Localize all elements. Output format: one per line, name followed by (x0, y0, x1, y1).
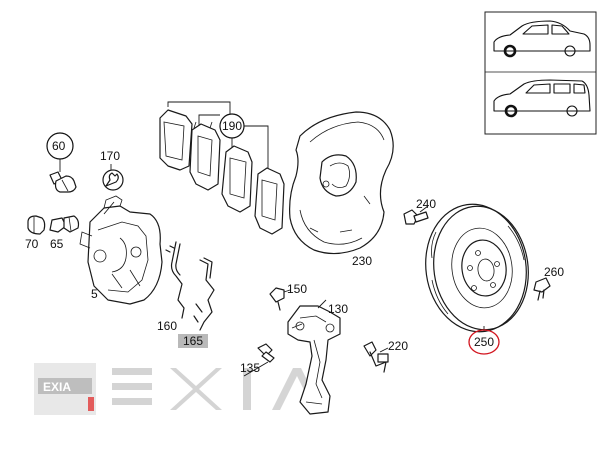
part-130-caliper-bracket[interactable]: 130 (287, 299, 348, 415)
part-150-bolt[interactable]: 150 (269, 282, 307, 311)
callout-label-190: 190 (222, 119, 242, 133)
wrench-icon (102, 169, 124, 191)
sedan-car-icon[interactable] (493, 20, 591, 58)
callout-label-240: 240 (416, 197, 436, 211)
part-250-brake-disc[interactable]: 250 (418, 198, 537, 355)
brake-pad-3 (221, 145, 253, 213)
estate-car-icon[interactable] (493, 79, 591, 118)
watermark: EXIA (34, 363, 322, 415)
part-220-wear-sensor[interactable]: 220 (363, 339, 408, 373)
callout-label-130: 130 (328, 302, 348, 316)
callout-label-260: 260 (544, 265, 564, 279)
part-135-bolt[interactable]: 135 (240, 343, 275, 377)
part-5-brake-caliper[interactable]: 5 (79, 195, 163, 305)
part-170-wrench[interactable]: 170 (100, 149, 124, 191)
watermark-letter-x (170, 368, 222, 410)
callout-highlight-250 (468, 329, 500, 355)
callout-label-250: 250 (474, 335, 494, 349)
part-165-spring-clip[interactable]: 165 (178, 257, 215, 348)
brake-pad-1 (159, 109, 193, 171)
callout-label-230: 230 (352, 254, 372, 268)
watermark-letter-e (112, 368, 152, 405)
callout-label-65: 65 (50, 237, 64, 251)
watermark-logo-text: EXIA (43, 380, 71, 394)
vehicle-type-panel (484, 11, 597, 135)
part-230-splash-shield[interactable]: 230 (289, 111, 394, 268)
part-260-screw[interactable]: 260 (533, 265, 564, 301)
callout-label-170: 170 (100, 149, 120, 163)
part-160-spring-clip[interactable]: 160 (157, 241, 185, 333)
brake-pad-2 (189, 121, 221, 191)
part-190-brake-pads[interactable]: 190 (159, 101, 285, 235)
vehicle-panel-frame (484, 11, 597, 135)
part-240-bolt[interactable]: 240 (403, 197, 436, 225)
callout-label-5: 5 (91, 287, 98, 301)
watermark-logo-strip (38, 378, 92, 394)
brake-pad-4 (254, 167, 285, 235)
callout-label-135: 135 (240, 361, 260, 375)
callout-label-165: 165 (183, 334, 203, 348)
part-70-bushing[interactable]: 70 (25, 215, 46, 251)
callout-label-150: 150 (287, 282, 307, 296)
callout-label-60: 60 (52, 139, 66, 153)
watermark-logo-accent (88, 397, 94, 411)
callout-badge-165 (178, 334, 208, 348)
callout-label-220: 220 (388, 339, 408, 353)
part-65-bolt-set[interactable]: 65 (49, 215, 80, 251)
watermark-letter-i (243, 368, 251, 410)
callout-label-70: 70 (25, 237, 39, 251)
callout-label-160: 160 (157, 319, 177, 333)
part-60-guide-bolt[interactable]: 60 (46, 132, 77, 193)
